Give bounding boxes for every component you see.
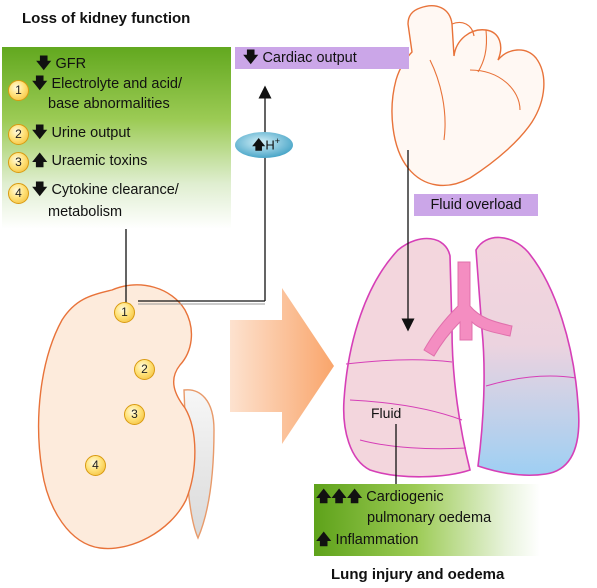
- kidney-marker-4: 4: [85, 455, 106, 476]
- kidney-marker-2: 2: [134, 359, 155, 380]
- item1-line2: base abnormalities: [48, 96, 170, 112]
- hydrogen-ion-label: 🡅H+: [252, 136, 280, 158]
- up-arrow-icon: 🡅: [32, 152, 48, 169]
- item-number-4: 4: [8, 183, 29, 204]
- kidney-marker-1: 1: [114, 302, 135, 323]
- kidney-marker-3: 3: [124, 404, 145, 425]
- down-arrow-icon: 🡇: [32, 124, 48, 141]
- trachea: [423, 261, 513, 357]
- gfr-label: GFR: [55, 56, 87, 72]
- hydrogen-symbol: H: [265, 137, 275, 153]
- pulmonary-oedema-line: pulmonary oedema: [367, 510, 492, 526]
- item3-label: Uraemic toxins: [51, 153, 148, 169]
- kidney-section-title: Loss of kidney function: [22, 10, 191, 27]
- cardiogenic-line: 🡅🡅🡅 Cardiogenic: [316, 488, 444, 506]
- item3-line: 🡅 Uraemic toxins: [32, 152, 147, 170]
- item2-line: 🡇 Urine output: [32, 124, 130, 142]
- fluid-label: Fluid: [371, 405, 402, 421]
- hydrogen-charge: +: [274, 136, 281, 146]
- down-arrow-icon: 🡇: [32, 75, 48, 92]
- item-number-2: 2: [8, 124, 29, 145]
- inflammation-label: Inflammation: [335, 532, 419, 548]
- item1-label-line1: Electrolyte and acid/: [51, 76, 183, 92]
- up-arrow-icon: 🡅🡅🡅: [316, 488, 363, 505]
- item2-label: Urine output: [51, 125, 131, 141]
- down-arrow-icon: 🡇: [36, 55, 52, 72]
- item4-label-line1: Cytokine clearance/: [51, 182, 179, 198]
- item4-line2: metabolism: [48, 204, 123, 220]
- fluid-overload-box: Fluid overload: [414, 194, 538, 216]
- up-arrow-icon: 🡅: [316, 531, 332, 548]
- down-arrow-icon: 🡇: [32, 181, 48, 198]
- down-arrow-icon: 🡇: [243, 49, 259, 66]
- item-number-3: 3: [8, 152, 29, 173]
- kidney-shape: [37, 284, 196, 550]
- kidney-function-box: 🡇 GFR 1 🡇 Electrolyte and acid/ base abn…: [2, 47, 231, 229]
- transition-arrow: [230, 288, 334, 444]
- gfr-line: 🡇 GFR: [36, 55, 86, 73]
- cardiogenic-label: Cardiogenic: [366, 489, 444, 505]
- right-lung: [475, 236, 580, 477]
- hydrogen-ellipse: [235, 132, 293, 158]
- cardiac-output-label: Cardiac output: [262, 50, 357, 66]
- lung-section-title: Lung injury and oedema: [331, 566, 505, 583]
- item1-line1: 🡇 Electrolyte and acid/: [32, 75, 182, 93]
- lung-injury-box: 🡅🡅🡅 Cardiogenic pulmonary oedema 🡅 Infla…: [314, 484, 540, 556]
- up-arrow-icon: 🡅: [252, 137, 266, 153]
- heart-shape: [391, 5, 545, 187]
- item-number-1: 1: [8, 80, 29, 101]
- item4-line1: 🡇 Cytokine clearance/: [32, 181, 179, 199]
- cardiac-output-box: 🡇 Cardiac output: [235, 47, 409, 69]
- inflammation-line: 🡅 Inflammation: [316, 531, 418, 549]
- left-lung: [342, 237, 471, 478]
